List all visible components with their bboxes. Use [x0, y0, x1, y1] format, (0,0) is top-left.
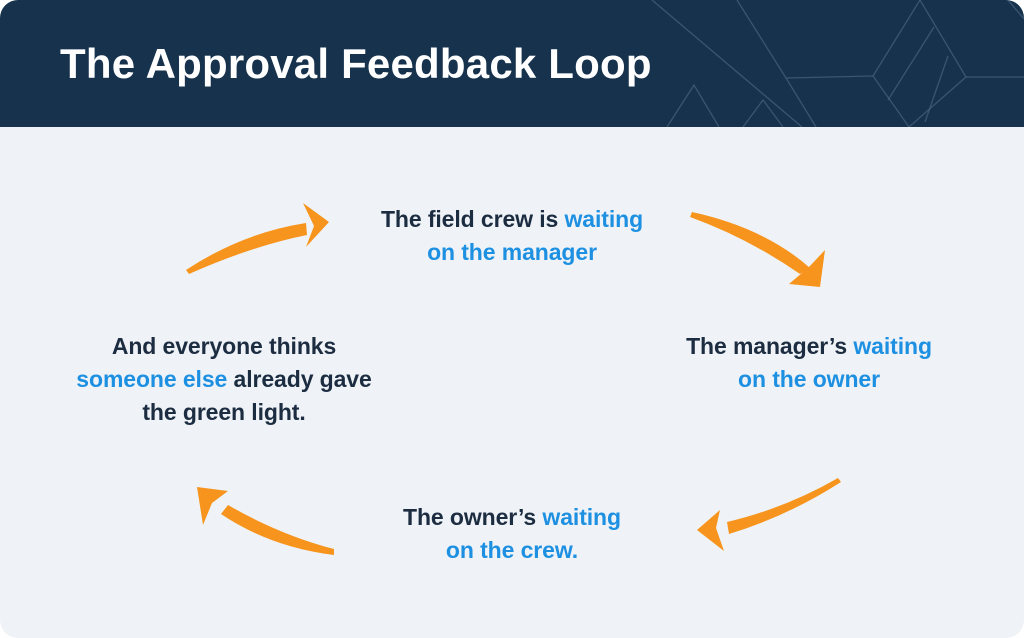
node-line: on the manager	[282, 236, 742, 269]
arrow-right-to-bottom-icon	[697, 478, 841, 551]
text-segment: someone else	[76, 366, 228, 392]
text-segment: The field crew is	[380, 206, 565, 232]
node-line: The owner’s waiting	[342, 501, 682, 534]
loop-diagram: The field crew is waiting on the manager…	[0, 127, 1024, 638]
loop-node-owner: The owner’s waiting on the crew.	[342, 501, 682, 567]
arrow-bottom-to-left-icon	[197, 487, 334, 555]
loop-node-field-crew: The field crew is waiting on the manager	[282, 203, 742, 269]
node-line: on the owner	[639, 363, 979, 396]
text-segment: waiting	[853, 333, 932, 359]
loop-node-manager: The manager’s waiting on the owner	[639, 330, 979, 396]
text-segment: on the crew.	[445, 537, 579, 563]
text-segment: on the owner	[738, 366, 880, 392]
text-segment: The owner’s	[403, 504, 543, 530]
loop-node-everyone: And everyone thinks someone else already…	[49, 330, 399, 429]
text-segment: And everyone thinks	[111, 333, 337, 359]
node-line: on the crew.	[342, 534, 682, 567]
text-segment: on the manager	[427, 239, 597, 265]
text-segment: waiting	[542, 504, 621, 530]
node-line: someone else already gave	[49, 363, 399, 396]
node-line: And everyone thinks	[49, 330, 399, 363]
page-title: The Approval Feedback Loop	[60, 39, 652, 87]
node-line: the green light.	[49, 396, 399, 429]
header: The Approval Feedback Loop	[0, 0, 1024, 127]
text-segment: waiting	[564, 206, 644, 232]
node-line: The field crew is waiting	[282, 203, 742, 236]
node-line: The manager’s waiting	[639, 330, 979, 363]
text-segment: already gave	[227, 366, 372, 392]
text-segment: The manager’s	[686, 333, 854, 359]
text-segment: the green light.	[142, 399, 306, 425]
